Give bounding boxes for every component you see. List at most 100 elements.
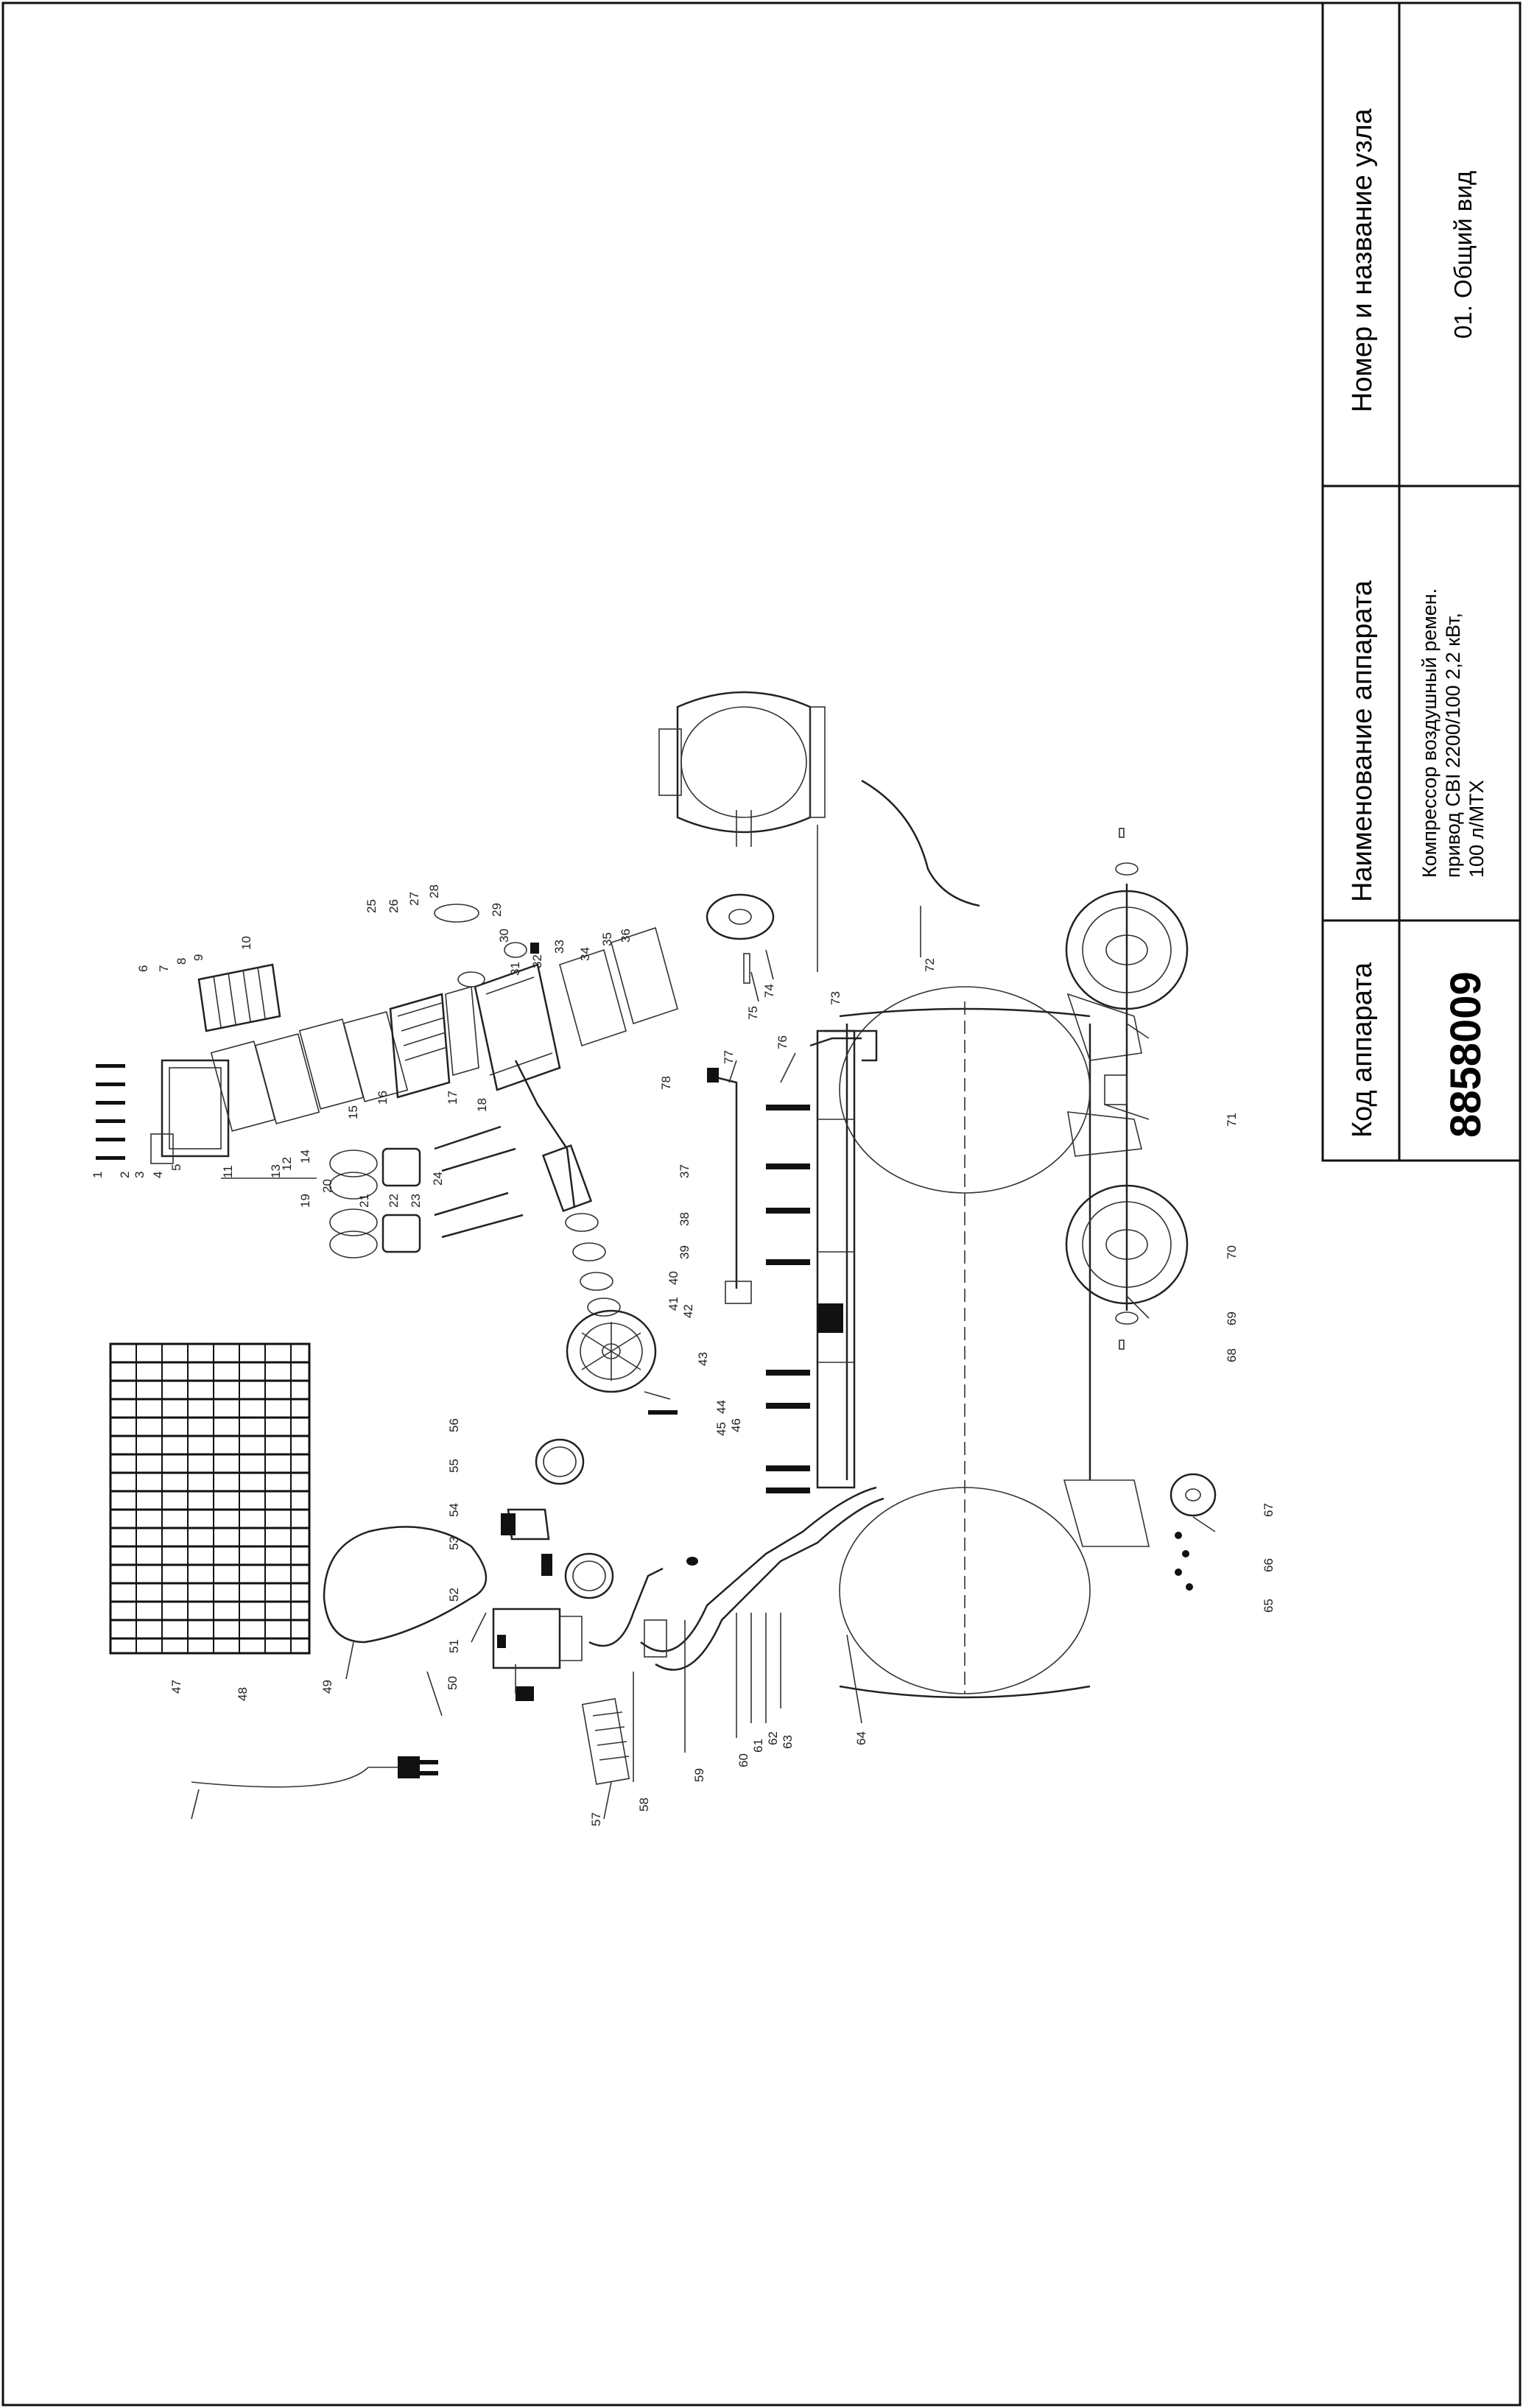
part-label: 65 — [1262, 1599, 1276, 1613]
part-label: 30 — [497, 929, 511, 943]
part-label: 63 — [781, 1735, 795, 1749]
electric-motor — [658, 691, 826, 984]
drive-belt — [323, 1526, 488, 1644]
part-label: 54 — [447, 1503, 461, 1517]
part-label: 5 — [169, 1164, 183, 1171]
part-numbers: 1 2 3 4 5 6 7 8 9 10 11 12 13 14 15 16 1… — [91, 884, 1276, 1826]
motor-cable — [861, 779, 980, 907]
part-label: 23 — [409, 1194, 423, 1208]
part-label: 19 — [298, 1194, 312, 1208]
part-label: 74 — [762, 984, 776, 998]
node-header: Номер и название узла — [1347, 108, 1378, 412]
part-label: 4 — [151, 1172, 165, 1178]
part-label: 17 — [446, 1091, 460, 1105]
part-label: 60 — [736, 1753, 750, 1767]
part-label: 78 — [659, 1076, 673, 1090]
part-label: 8 — [175, 958, 189, 965]
part-label: 6 — [136, 965, 150, 972]
part-label: 2 — [118, 1172, 132, 1178]
title-block: Номер и название узла 01. Общий вид Наим… — [1321, 1, 1522, 1162]
part-label: 11 — [221, 1165, 235, 1178]
part-label: 53 — [447, 1536, 461, 1550]
part-label: 69 — [1225, 1312, 1239, 1326]
device-code-header: Код аппарата — [1347, 962, 1378, 1138]
part-label: 66 — [1262, 1558, 1276, 1572]
part-label: 56 — [447, 1418, 461, 1432]
part-label: 32 — [530, 954, 544, 968]
exploded-view: 1 2 3 4 5 6 7 8 9 10 11 12 13 14 15 16 1… — [91, 691, 1276, 1826]
part-label: 75 — [746, 1006, 760, 1020]
part-label: 59 — [692, 1768, 706, 1782]
part-label: 67 — [1262, 1503, 1276, 1517]
part-label: 64 — [854, 1731, 868, 1745]
part-label: 72 — [923, 958, 937, 972]
part-label: 57 — [589, 1812, 603, 1826]
device-name-line2: привод CBI 2200/100 2,2 кВт, — [1442, 613, 1464, 878]
part-label: 3 — [133, 1172, 147, 1178]
part-label: 46 — [729, 1418, 743, 1432]
part-label: 73 — [829, 991, 843, 1005]
part-label: 12 — [280, 1157, 294, 1171]
part-label: 20 — [320, 1179, 334, 1193]
device-code-value: 8858009 — [1442, 971, 1490, 1138]
part-label: 28 — [427, 884, 441, 898]
part-label: 22 — [387, 1194, 401, 1208]
part-label: 77 — [722, 1050, 736, 1064]
part-label: 36 — [619, 929, 633, 943]
part-label: 50 — [446, 1676, 460, 1690]
part-label: 37 — [678, 1164, 692, 1178]
part-label: 16 — [376, 1091, 390, 1105]
part-label: 1 — [91, 1172, 105, 1178]
part-label: 40 — [666, 1271, 680, 1285]
part-label: 49 — [320, 1680, 334, 1694]
device-name-line1: Компрессор воздушный ремен. — [1418, 588, 1441, 878]
castor-wheel — [1063, 1473, 1217, 1591]
part-label: 68 — [1225, 1348, 1239, 1362]
part-label: 33 — [552, 940, 566, 954]
part-label: 15 — [346, 1105, 360, 1119]
part-label: 21 — [357, 1194, 371, 1208]
part-label: 31 — [508, 962, 522, 976]
part-label: 47 — [169, 1680, 183, 1694]
pressure-switch-group — [492, 1438, 614, 1701]
part-label: 7 — [157, 965, 171, 972]
part-label: 45 — [714, 1422, 728, 1436]
part-label: 14 — [298, 1150, 312, 1163]
part-label: 26 — [387, 899, 401, 913]
part-label: 58 — [637, 1798, 651, 1812]
device-name-header: Наименование аппарата — [1347, 580, 1378, 902]
part-label: 34 — [578, 947, 592, 961]
part-label: 18 — [475, 1098, 489, 1112]
part-label: 44 — [714, 1400, 728, 1414]
tank-fittings — [706, 1029, 878, 1493]
part-label: 9 — [191, 954, 205, 961]
receiver-tank — [816, 986, 1091, 1699]
part-label: 62 — [766, 1731, 780, 1745]
part-label: 25 — [365, 899, 379, 913]
part-label: 41 — [666, 1297, 680, 1311]
part-label: 61 — [751, 1739, 765, 1753]
part-label: 52 — [447, 1588, 461, 1602]
part-label: 38 — [678, 1212, 692, 1226]
part-label: 39 — [678, 1245, 692, 1259]
leader-lines — [191, 825, 1216, 1820]
part-label: 43 — [696, 1352, 710, 1366]
power-cord — [191, 1756, 438, 1788]
part-label: 71 — [1225, 1113, 1239, 1127]
part-label: 48 — [236, 1687, 250, 1701]
part-label: 29 — [490, 903, 504, 917]
part-label: 24 — [431, 1172, 445, 1186]
part-label: 55 — [447, 1459, 461, 1473]
part-label: 10 — [239, 936, 253, 950]
part-label: 70 — [1225, 1245, 1239, 1259]
part-label: 35 — [600, 932, 614, 946]
delivery-pipe — [581, 1486, 884, 1785]
part-label: 13 — [269, 1164, 283, 1178]
part-label: 76 — [775, 1035, 789, 1049]
part-label: 27 — [407, 892, 421, 906]
belt-guard — [109, 1342, 311, 1655]
wheel-assembly — [1065, 828, 1189, 1350]
part-label: 51 — [447, 1639, 461, 1653]
